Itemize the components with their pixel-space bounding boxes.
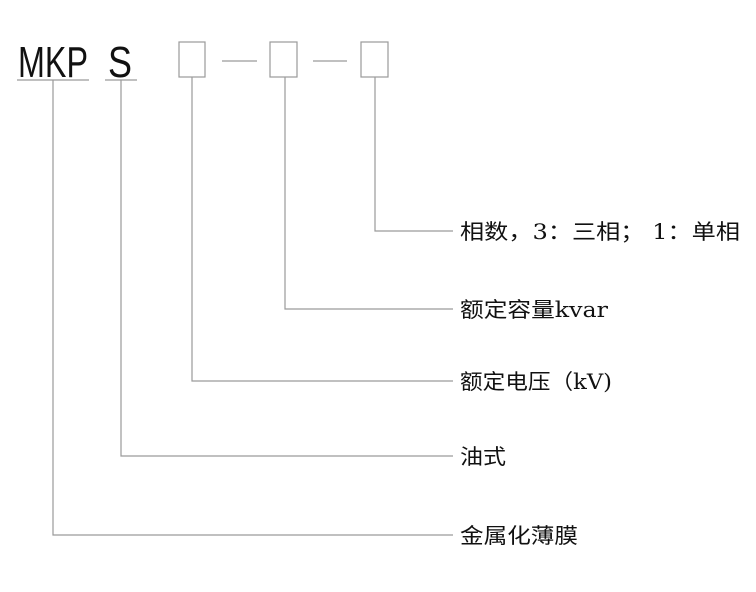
leader-line-capacity — [284, 77, 453, 310]
code-suffix: S — [108, 38, 132, 87]
placeholder-box-voltage — [178, 41, 206, 78]
leader-line-oil-type — [120, 80, 453, 457]
label-capacity: 额定容量kvar — [460, 298, 609, 322]
label-phases: 相数，3：三相； 1：单相 — [460, 220, 740, 244]
label-film: 金属化薄膜 — [460, 524, 578, 548]
code-prefix: MKP — [18, 38, 88, 87]
placeholder-box-phases — [360, 41, 389, 78]
placeholder-box-capacity — [269, 41, 298, 78]
label-oil-type: 油式 — [460, 445, 506, 469]
leader-line-phases — [374, 77, 453, 232]
label-voltage: 额定电压（kV) — [460, 370, 612, 394]
leader-line-voltage — [191, 77, 453, 382]
leader-line-film — [52, 80, 453, 536]
